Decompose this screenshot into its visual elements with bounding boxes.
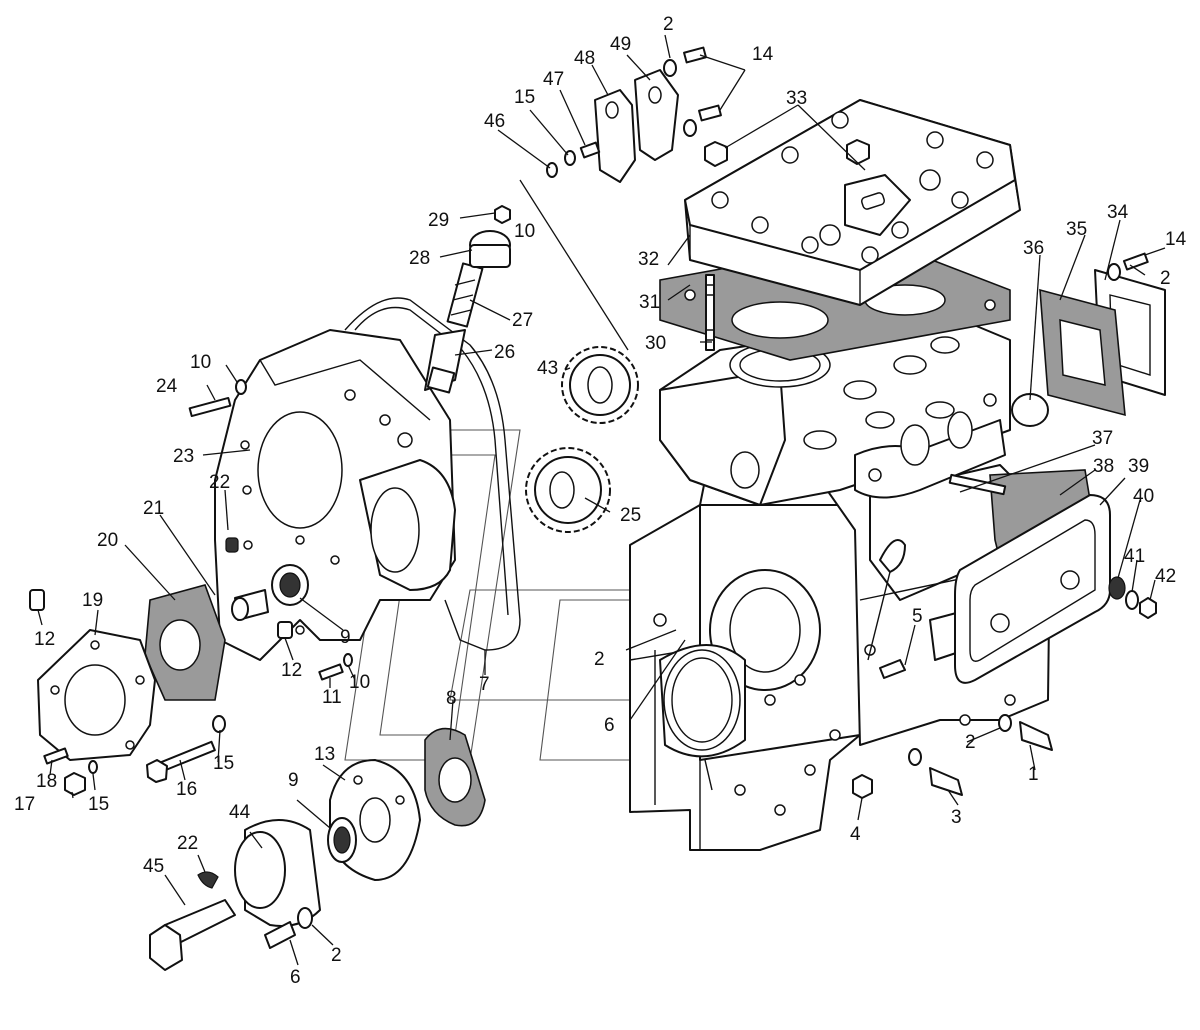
- callout-33: 33: [786, 88, 807, 109]
- callout-3: 3: [951, 807, 962, 828]
- callout-6: 6: [604, 715, 615, 736]
- callout-12: 12: [281, 660, 302, 681]
- housing-bolt-holes: [240, 389, 413, 635]
- callout-30: 30: [645, 333, 666, 354]
- head-bolt-bosses: [711, 111, 994, 264]
- callout-39: 39: [1128, 456, 1149, 477]
- callout-48: 48: [574, 48, 595, 69]
- callout-29: 29: [428, 210, 449, 231]
- gear-upper: [561, 346, 639, 424]
- end-cover: [37, 629, 156, 761]
- callout-27: 27: [512, 310, 533, 331]
- oil-pipe-assembly: [424, 205, 511, 394]
- cover-washer-nut: [1108, 576, 1157, 619]
- callout-46: 46: [484, 111, 505, 132]
- sleeve-bolt-washer: [264, 907, 313, 949]
- bearing-upper: [271, 564, 309, 606]
- callout-10: 10: [190, 352, 211, 373]
- callout-2: 2: [663, 14, 674, 35]
- callout-32: 32: [638, 249, 659, 270]
- callout-6: 6: [290, 967, 301, 988]
- callout-44: 44: [229, 802, 251, 823]
- front-housing-gasket: [344, 297, 521, 651]
- callout-4: 4: [850, 824, 861, 845]
- shaft-bolt: [149, 899, 236, 971]
- flange-bolt: [1107, 252, 1149, 281]
- callout-18: 18: [36, 771, 57, 792]
- callout-labels: 1 2 2 2 2 2 3 4 5 6 6 7 8 9 9 10 10 10 1…: [14, 14, 1187, 988]
- callout-15: 15: [514, 87, 535, 108]
- callout-22: 22: [209, 472, 230, 493]
- callout-41: 41: [1124, 546, 1145, 567]
- side-cover-plate: [954, 494, 1111, 684]
- callout-13: 13: [314, 744, 335, 765]
- drive-shaft: [231, 589, 269, 621]
- callout-38: 38: [1093, 456, 1114, 477]
- callout-10: 10: [514, 221, 535, 242]
- callout-24: 24: [156, 376, 178, 397]
- callout-49: 49: [610, 34, 631, 55]
- callout-2: 2: [594, 649, 605, 670]
- top-bolts-washers: [546, 46, 722, 178]
- filter-flange: [1011, 269, 1166, 427]
- callout-7: 7: [479, 674, 490, 695]
- callout-16: 16: [176, 779, 197, 800]
- gear-lower: [525, 447, 611, 533]
- callout-2: 2: [965, 732, 976, 753]
- crankcase-stud: [948, 473, 1007, 496]
- callout-2: 2: [331, 945, 342, 966]
- callout-8: 8: [446, 688, 457, 709]
- callout-42: 42: [1155, 566, 1176, 587]
- callout-9: 9: [340, 627, 351, 648]
- head-stud: [705, 274, 715, 351]
- valve-cover: [634, 69, 679, 161]
- bearing-lower: [327, 817, 357, 863]
- callout-14: 14: [1165, 229, 1187, 250]
- callout-5: 5: [912, 606, 923, 627]
- callout-12: 12: [34, 629, 55, 650]
- callout-23: 23: [173, 446, 194, 467]
- callout-47: 47: [543, 69, 564, 90]
- sleeve: [234, 819, 321, 927]
- callout-1: 1: [1028, 764, 1039, 785]
- callout-35: 35: [1066, 219, 1087, 240]
- callout-21: 21: [143, 498, 164, 519]
- callout-15: 15: [88, 794, 109, 815]
- crankcase-body: [629, 479, 861, 851]
- callout-15: 15: [213, 753, 234, 774]
- callout-31: 31: [639, 292, 660, 313]
- seal-gasket: [144, 584, 226, 701]
- callout-28: 28: [409, 248, 430, 269]
- callout-45: 45: [143, 856, 164, 877]
- cylinder-head: [684, 99, 1021, 306]
- callout-19: 19: [82, 590, 103, 611]
- callout-22: 22: [177, 833, 198, 854]
- callout-25: 25: [620, 505, 641, 526]
- callout-10: 10: [349, 672, 370, 693]
- callout-34: 34: [1107, 202, 1129, 223]
- cylinder-head-nut: [704, 139, 870, 167]
- callout-20: 20: [97, 530, 118, 551]
- callout-36: 36: [1023, 238, 1044, 259]
- crankcase-bolts: [852, 659, 1053, 799]
- long-bolt: [146, 740, 216, 783]
- callout-37: 37: [1092, 428, 1113, 449]
- dipstick: [867, 539, 906, 661]
- small-bolts: [188, 379, 353, 681]
- cover-bolts: [43, 715, 226, 796]
- callout-40: 40: [1133, 486, 1154, 507]
- cylinder-block: [659, 314, 1011, 506]
- valve-cover-gasket: [594, 89, 636, 183]
- callout-17: 17: [14, 794, 35, 815]
- ring-gasket: [424, 727, 486, 827]
- callout-43: 43: [537, 358, 558, 379]
- callout-14: 14: [752, 44, 774, 65]
- callout-2: 2: [1160, 268, 1171, 289]
- leader-lines: [37, 34, 1166, 966]
- callout-26: 26: [494, 342, 515, 363]
- callout-9: 9: [288, 770, 299, 791]
- callout-11: 11: [322, 687, 342, 708]
